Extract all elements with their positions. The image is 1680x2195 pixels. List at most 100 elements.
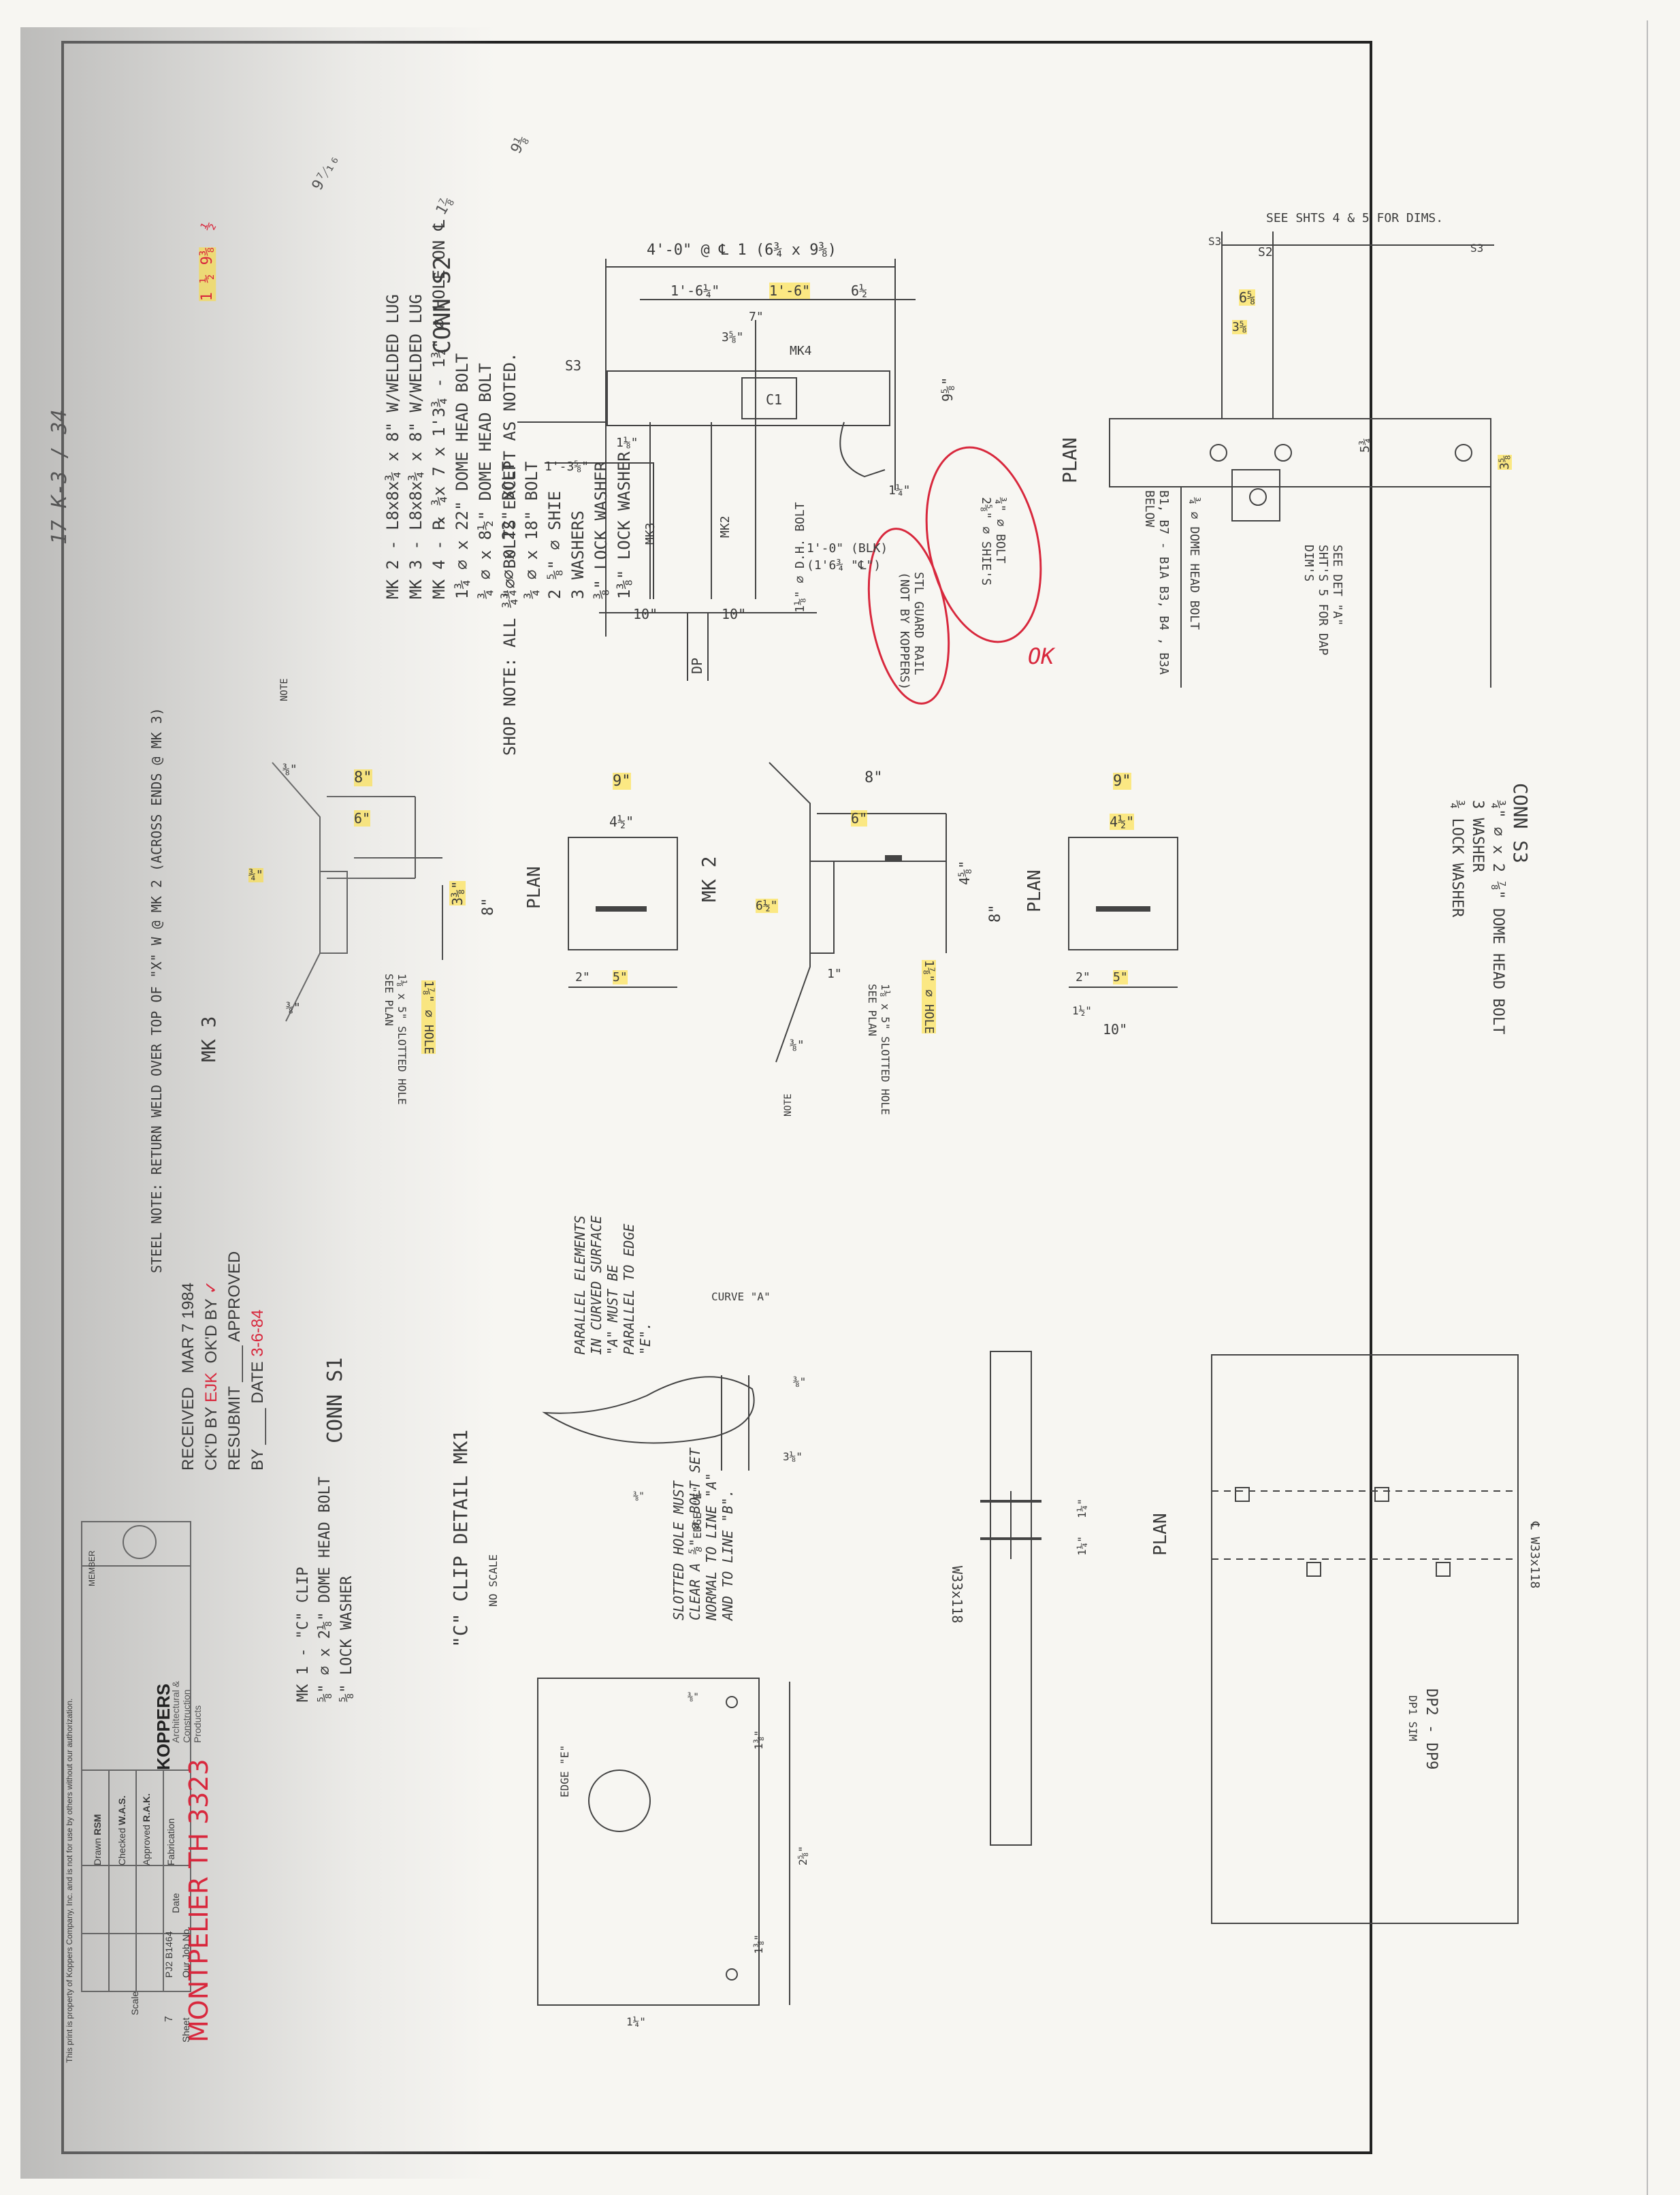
resubmit-label: RESUBMIT (225, 1386, 244, 1471)
margin-mark: 1 ½ 9⅜ (199, 246, 216, 302)
c-clip-dim: ⅜" (688, 1692, 699, 1703)
order-header: Our Job No. (180, 1926, 191, 1978)
company-division: Architectural & Construction Products (170, 1680, 203, 1743)
bottom-plan-view (1211, 1354, 1519, 1924)
mk2-plan-dim: 10" (1103, 1021, 1128, 1038)
conn-s3-item: ¾ LOCK WASHER (1449, 800, 1466, 918)
received-label: RECEIVED (179, 1387, 197, 1471)
title-footer: This print is property of Koppers Compan… (65, 1698, 74, 2063)
mk2-dim: 8" (987, 904, 1004, 923)
date-value: 3-6-84 (248, 1309, 267, 1357)
receipt-stamp: RECEIVED MAR 7 1984 CK'D BY EJK OK'D BY … (177, 1251, 270, 1471)
c-clip-label: CURVE "A" (711, 1290, 771, 1303)
mk3-title: MK 3 (197, 1016, 220, 1062)
elevation-dim: 7" (749, 310, 764, 324)
scale-header: Scale (129, 1991, 140, 2015)
c-clip-view (537, 1375, 790, 2006)
conn-s2-item: 1⅜" LOCK WASHER (615, 451, 634, 599)
conn-s2-item: MK 2 - L8x8x¾ x 8" W/WELDED LUG (383, 294, 402, 599)
mk3-dim: 8" (354, 769, 372, 786)
mk2-plan-dim: 9" (1113, 773, 1131, 790)
mk3-callout: 1⅛ x 5" SLOTTED HOLE SEE PLAN (383, 974, 408, 1105)
elevation-label: 1'-0" (BLK) (807, 541, 888, 556)
checked-row: CK'D BY EJK OK'D BY ✓ (200, 1251, 223, 1471)
elevation-top-dim: 4'-0" @ ℄ 1 (6¾ x 9⅜) (647, 242, 837, 259)
plan-dim: 3⅝ (1232, 320, 1247, 334)
mk2-dim: 6" (851, 810, 868, 827)
mk2-dim: 4⅝" (956, 860, 973, 885)
mk2-dim: 6½" (756, 899, 778, 913)
mk3-plan-view (568, 837, 678, 988)
mk3-plan-dim: 2" (575, 970, 590, 984)
plan-label: PLAN (1059, 437, 1081, 483)
conn-s3-list: ¾" ⌀ x 2 ⅞" DOME HEAD BOLT 3 WASHER ¾ LO… (1447, 800, 1508, 1034)
mk3-plan-dim: 5" (613, 970, 628, 984)
elevation-label: DP (689, 657, 705, 674)
c-clip-dim: 3⅛" (783, 1450, 803, 1463)
date-header: Date (170, 1893, 181, 1913)
conn-s2-item: 2 ⅝" ⌀ SHIE (545, 491, 564, 599)
elevation-label: 1⅛" ⌀ D.H. BOLT (793, 502, 807, 613)
c-clip-title: "C" CLIP DETAIL MK1 (449, 1429, 472, 1648)
title-row-value: RSM (92, 1814, 103, 1836)
mk3-callout: 1⅞" ⌀ HOLE (421, 980, 436, 1055)
mk2-plan-dim: 4½" (1110, 814, 1135, 830)
by-label: BY (248, 1449, 267, 1471)
elevation-dim: 1'-3⅝" (545, 460, 589, 474)
elevation-label: MK2 (718, 515, 732, 538)
sheet-header: Sheet (180, 2017, 191, 2042)
bottom-plan-marks: DP2 - DP9 (1423, 1688, 1440, 1770)
received-row: RECEIVED MAR 7 1984 (177, 1251, 200, 1471)
elevation-view (517, 259, 916, 681)
mk2-plan-dim: 5" (1113, 970, 1128, 984)
plan-dim: 6⅝ (1239, 289, 1256, 306)
conn-s1-item: ⅝" ⌀ x 2⅛" DOME HEAD BOLT (317, 1476, 334, 1702)
conn-s2-item: 3 WASHERS (568, 510, 587, 599)
conn-s2-item: ⅜" LOCK WASHER (592, 461, 611, 599)
plan-callout-sheets: B1, B7 - B1A B3, B4 , B3A BELOW (1142, 490, 1171, 675)
approved-label: APPROVED (225, 1251, 244, 1343)
mk3-dim: ⅜" (286, 1001, 301, 1015)
c-clip-dim: 1¼" (626, 2015, 646, 2028)
elevation-label: S3 (565, 357, 582, 374)
mk2-plan-view (1068, 837, 1178, 988)
mk3-plan-dim: 9" (613, 773, 631, 790)
elevation-label: MK4 (790, 344, 812, 358)
plan-dim: 3⅝ (1498, 455, 1512, 470)
order-number: PJ2 B1464 (163, 1931, 174, 1978)
resubmit-row: RESUBMIT ____ APPROVED (225, 1251, 244, 1471)
steel-note: STEEL NOTE: RETURN WELD OVER TOP OF "X" … (148, 707, 165, 1273)
c-clip-label: EDGE "E" (691, 1486, 704, 1539)
elevation-dim: 6½ (851, 283, 868, 299)
conn-s3-item: ¾" ⌀ x 2 ⅞" DOME HEAD BOLT (1489, 800, 1506, 1035)
mk2-dim: 8" (865, 769, 883, 786)
elevation-dim: 9⅝" (939, 376, 956, 402)
elevation-label: MK3 (643, 522, 658, 545)
mk2-callout: 1⅛ x 5" SLOTTED HOLE SEE PLAN (866, 984, 892, 1115)
conn-s1-list: MK 1 - "C" CLIP ⅝" ⌀ x 2⅛" DOME HEAD BOL… (293, 1477, 358, 1702)
ckd-by-value: EJK (202, 1372, 221, 1403)
elevation-dim: 10" (633, 606, 658, 622)
title-row: Fabrication (159, 1793, 183, 1865)
bottom-plan-label: PLAN (1150, 1513, 1171, 1556)
elevation-dim: 1⅛" (616, 436, 639, 450)
bottom-plan-beam: ℄ W33x118 (1528, 1522, 1542, 1589)
elevation-dim: 1'-6" (769, 283, 811, 299)
guard-rail-callout: STL GUARD RAIL (NOT BY KOPPERS) (897, 572, 926, 690)
c-clip-scale: NO SCALE (487, 1554, 500, 1607)
by-row: BY ____ DATE 3-6-84 (248, 1309, 267, 1471)
plan-mark: S2 (1258, 245, 1273, 259)
mk2-plan-dim: 2" (1076, 970, 1091, 984)
shop-note: SHOP NOTE: ALL ¾"⌀ BOLTS EXCEPT AS NOTED… (500, 352, 519, 756)
elevation-dim: 10" (722, 606, 747, 622)
conn-s3-title: CONN S3 (1509, 783, 1532, 864)
mk2-plan-label: PLAN (1024, 869, 1045, 912)
bolt-callout: ¾" ⌀ BOLT 2⅝" ⌀ SHIE'S (979, 497, 1007, 586)
conn-s2-item: ¾ ⌀ x 8½" DOME HEAD BOLT (476, 363, 495, 599)
mk3-note: NOTE (279, 678, 290, 701)
mk2-plan-dim: 1½" (1072, 1004, 1092, 1017)
mk2-note: NOTE (783, 1093, 794, 1117)
mk3-dim: ¾" (248, 868, 263, 882)
mk2-callout: 1⅞" ⌀ HOLE (922, 960, 936, 1034)
ok-mark: OK (1028, 643, 1054, 669)
